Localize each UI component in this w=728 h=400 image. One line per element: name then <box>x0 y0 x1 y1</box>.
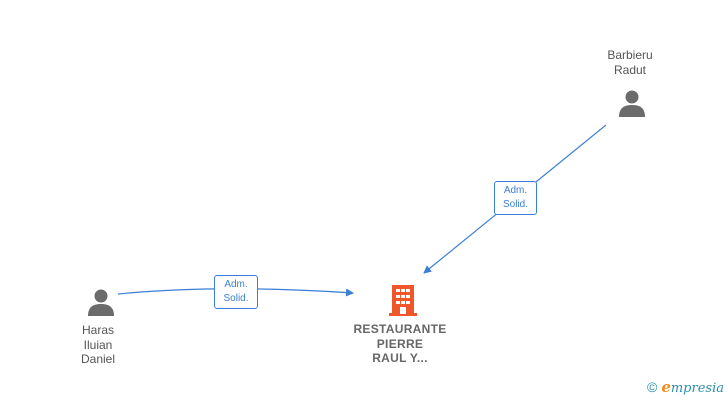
person-icon[interactable] <box>87 288 115 316</box>
node-label-company[interactable]: RESTAURANTE PIERRE RAUL Y... <box>340 322 460 366</box>
node-label-line: Radut <box>613 62 647 77</box>
node-label-line: RESTAURANTE <box>353 322 447 336</box>
person-icon[interactable] <box>618 89 646 117</box>
node-label-barbieru[interactable]: Barbieru Radut <box>592 48 668 77</box>
building-icon[interactable] <box>388 283 418 317</box>
brand-rest: mpresia <box>670 381 724 396</box>
node-label-line: Iluian <box>83 337 113 352</box>
node-label-line: Haras <box>81 323 114 337</box>
edge-label-line: Solid. <box>502 199 528 210</box>
edge-label-line: Solid. <box>223 293 249 304</box>
brand-logo: © empresia <box>647 378 724 396</box>
copyright-icon: © <box>646 379 658 395</box>
node-label-line: RAUL Y... <box>372 351 428 365</box>
node-label-line: Barbieru <box>607 48 653 62</box>
edge-label-line: Adm. <box>224 279 248 290</box>
node-label-haras[interactable]: Haras Iluian Daniel <box>62 323 134 367</box>
edge-label-line: Adm. <box>503 185 528 196</box>
edge-label-haras[interactable]: Adm. Solid. <box>214 275 258 309</box>
edge-label-barbieru[interactable]: Adm. Solid. <box>494 181 537 215</box>
brand-wordmark: empresia <box>661 378 724 396</box>
node-label-line: PIERRE <box>376 336 424 351</box>
node-label-line: Daniel <box>80 352 116 366</box>
brand-e: e <box>661 378 671 396</box>
